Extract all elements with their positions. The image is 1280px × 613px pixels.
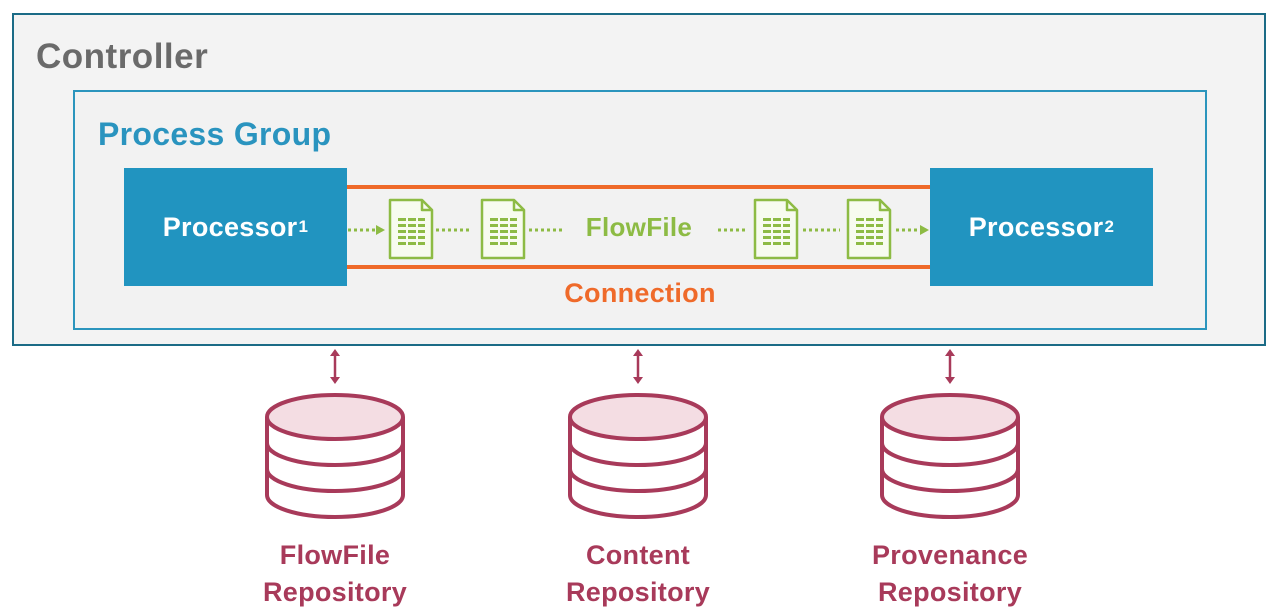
flowfile-label: FlowFile	[585, 212, 693, 242]
double-arrow-icon	[943, 347, 957, 386]
controller-title: Controller	[36, 37, 209, 76]
double-arrow-icon	[328, 347, 342, 386]
provenance-repository-label: Provenance Repository	[820, 537, 1080, 611]
repo-label-line2: Repository	[262, 577, 408, 607]
content-repository-label: Content Repository	[508, 537, 768, 611]
double-arrow-icon	[631, 347, 645, 386]
processor-2-label: Processor	[968, 211, 1104, 242]
processor-2-subscript: 2	[1104, 217, 1115, 236]
connection-line-bottom	[347, 265, 930, 269]
processor-1-label: Processor	[162, 211, 298, 242]
connection-label: Connection	[564, 278, 716, 308]
process-group-title: Process Group	[98, 116, 332, 152]
database-icon	[568, 393, 708, 519]
repo-label-line1: Provenance	[871, 540, 1029, 570]
repo-label-line1: Content	[585, 540, 691, 570]
database-icon	[880, 393, 1020, 519]
repo-label-line2: Repository	[565, 577, 711, 607]
connection-line-top	[347, 185, 930, 189]
repo-label-line1: FlowFile	[279, 540, 391, 570]
flowfile-repository-label: FlowFile Repository	[205, 537, 465, 611]
repo-label-line2: Repository	[877, 577, 1023, 607]
database-icon	[265, 393, 405, 519]
processor-1-subscript: 1	[298, 217, 309, 236]
